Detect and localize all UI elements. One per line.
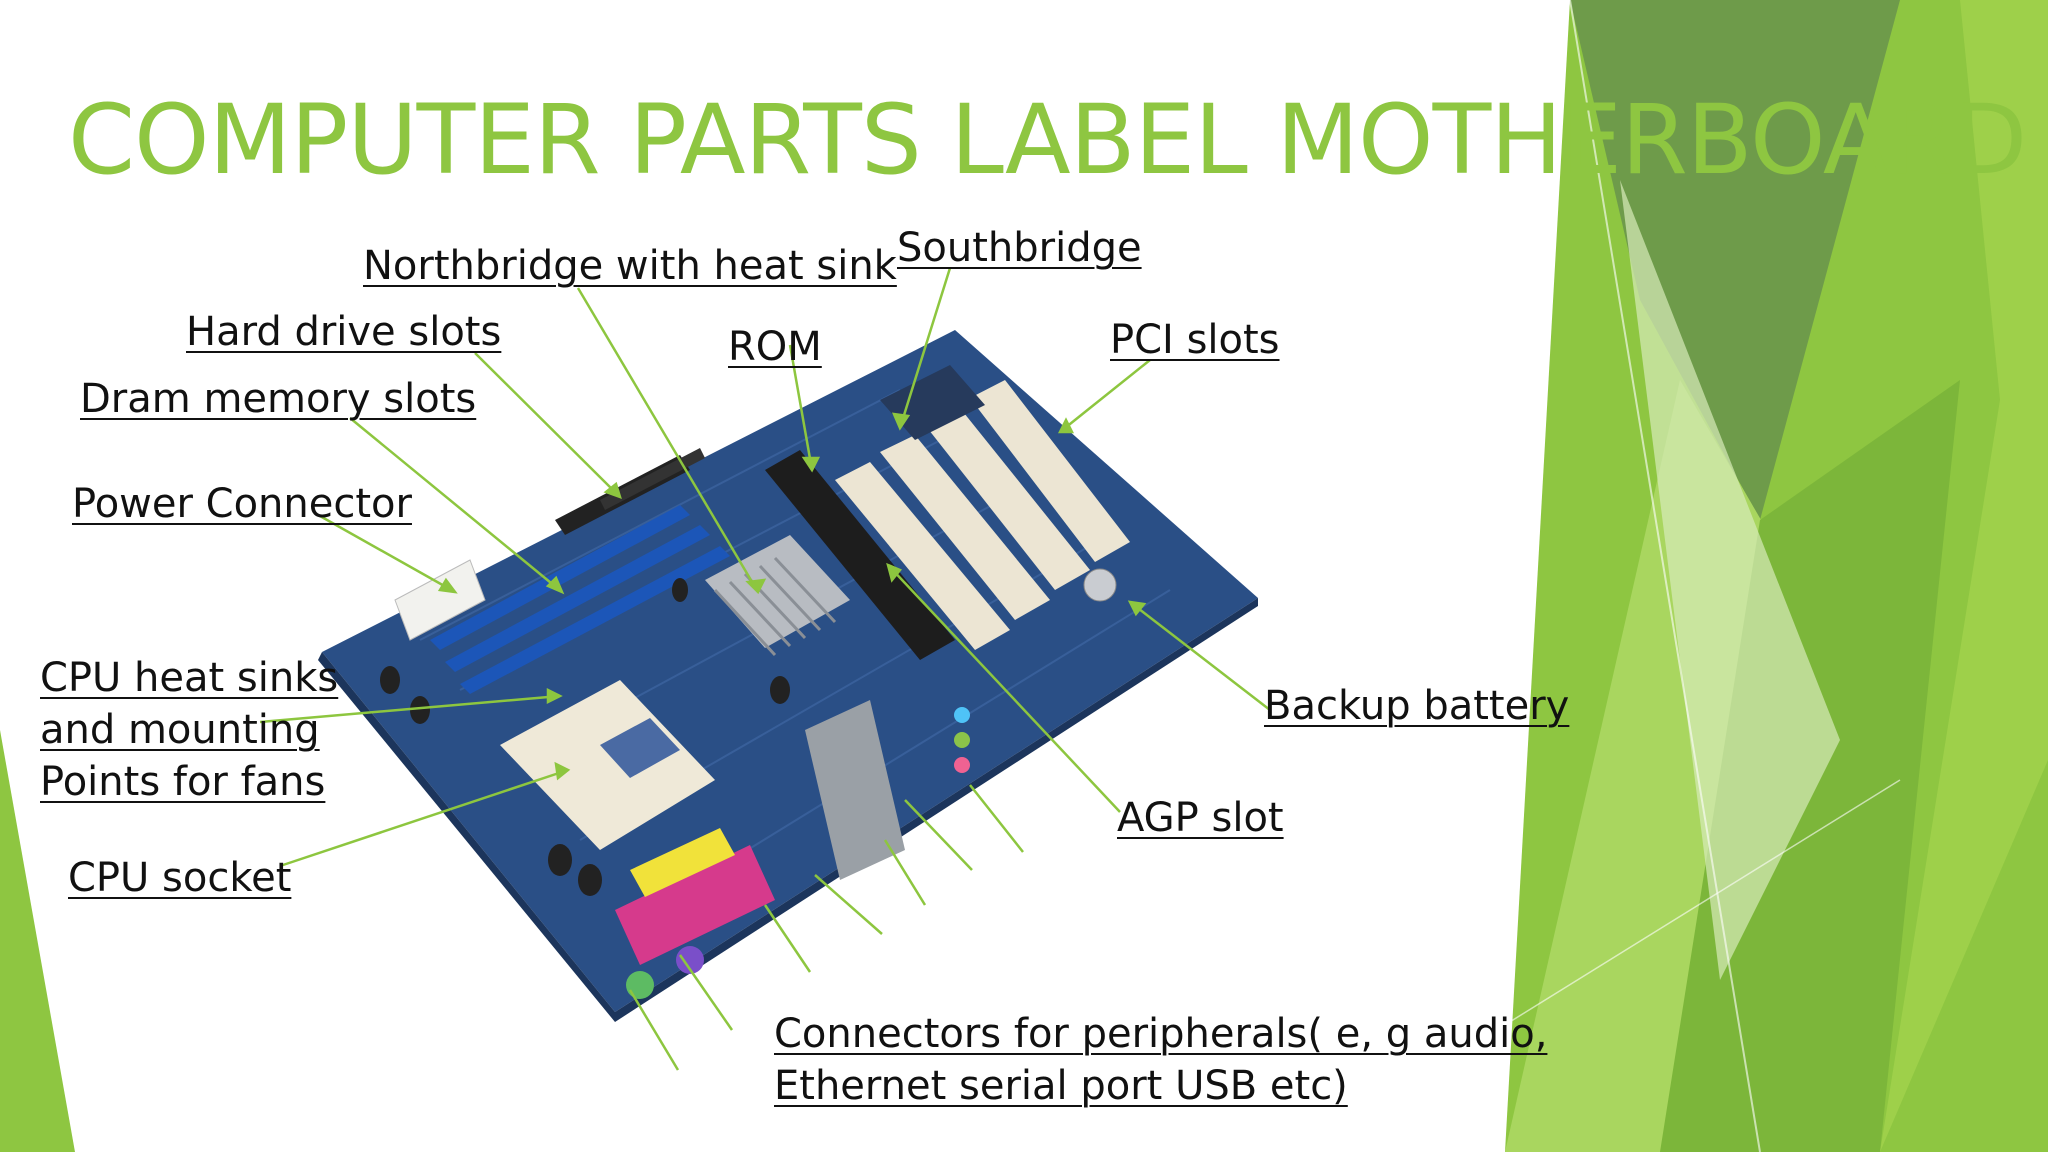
label-cpu-heat-sinks-line-1: CPU heat sinks [40, 655, 339, 701]
label-power-connector: Power Connector [72, 481, 412, 527]
left-green-triangle [0, 730, 75, 1152]
label-connectors-line-1: Connectors for peripherals( e, g audio, [774, 1011, 1548, 1057]
right-pale-shard [1620, 180, 1840, 980]
power-connector-shape [394, 559, 486, 641]
parallel-port [615, 845, 775, 965]
label-southbridge: Southbridge [897, 225, 1142, 271]
label-cpu-heat-sinks: CPU heat sinks and mounting Points for f… [40, 652, 338, 808]
right-edge-shard [1880, 0, 2048, 1152]
dram-slots [430, 505, 730, 694]
label-rom: ROM [728, 324, 822, 370]
agp-slot-shape [765, 450, 955, 660]
pci-slots [835, 380, 1130, 650]
label-connectors-line-2: Ethernet serial port USB etc) [774, 1063, 1348, 1109]
label-agp-slot: AGP slot [1117, 795, 1284, 841]
cpu-socket-shape [500, 680, 715, 850]
label-cpu-socket: CPU socket [68, 855, 292, 901]
label-backup-battery: Backup battery [1264, 683, 1570, 729]
rear-io-block [805, 700, 905, 880]
backup-battery-shape [1083, 568, 1117, 602]
southbridge-chip [880, 365, 985, 440]
label-cpu-heat-sinks-line-2: and mounting [40, 707, 320, 753]
label-connectors: Connectors for peripherals( e, g audio, … [774, 1008, 1547, 1112]
label-dram-memory-slots: Dram memory slots [80, 376, 477, 422]
label-northbridge: Northbridge with heat sink [363, 243, 897, 289]
page-title: COMPUTER PARTS LABEL MOTHERBOARD [68, 84, 2027, 196]
label-hard-drive-slots: Hard drive slots [186, 309, 502, 355]
label-cpu-heat-sinks-line-3: Points for fans [40, 759, 326, 805]
label-pci-slots: PCI slots [1110, 317, 1280, 363]
right-dark-shard [1570, 0, 1900, 520]
